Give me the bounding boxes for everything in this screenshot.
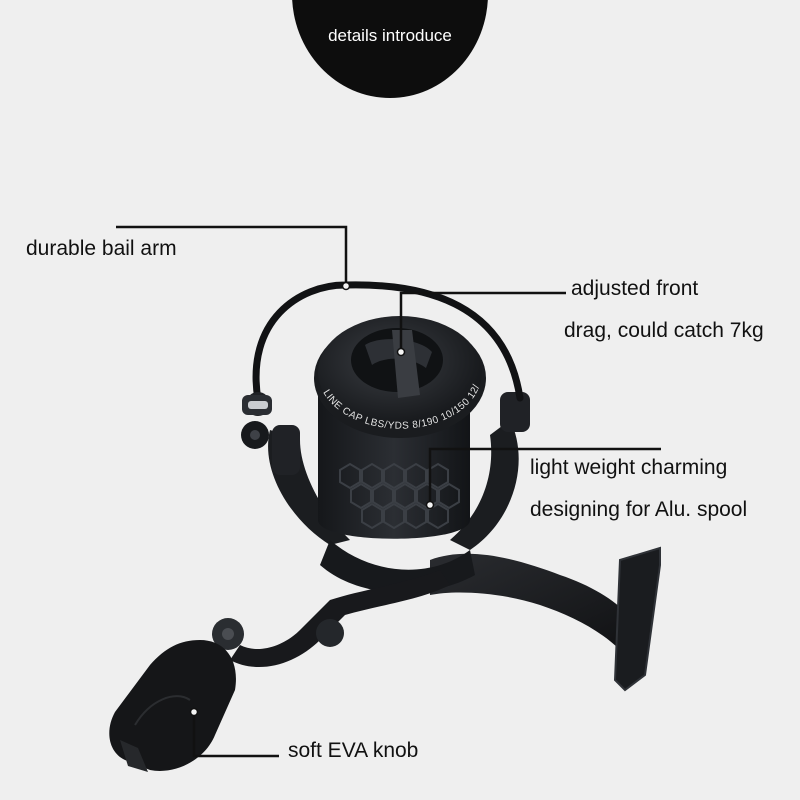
callout-spool-line1: light weight charming	[530, 456, 728, 479]
bail-arm-leader	[116, 225, 348, 285]
spool: LINE CAP LBS/YDS 8/190 10/150 12/125	[0, 0, 486, 539]
callout-leader-lines	[116, 225, 661, 758]
callout-bail-arm: durable bail arm	[26, 237, 177, 260]
knob-leader	[192, 712, 279, 758]
reel-foot	[430, 546, 661, 692]
line-roller-right	[500, 392, 530, 432]
callout-front-drag-line1: adjusted front	[571, 277, 699, 300]
handle	[109, 570, 450, 772]
bail-arm	[241, 281, 524, 449]
callout-front-drag-line2: drag, could catch 7kg	[564, 319, 764, 342]
callout-knob: soft EVA knob	[288, 739, 419, 762]
callout-markers	[189, 281, 435, 717]
header-title: details introduce	[328, 26, 452, 45]
spool-leader	[428, 447, 661, 505]
front-drag-leader	[399, 291, 566, 352]
callout-spool-line2: designing for Alu. spool	[530, 498, 748, 521]
spool-honeycomb-pattern	[339, 462, 460, 530]
eva-knob	[109, 640, 236, 771]
